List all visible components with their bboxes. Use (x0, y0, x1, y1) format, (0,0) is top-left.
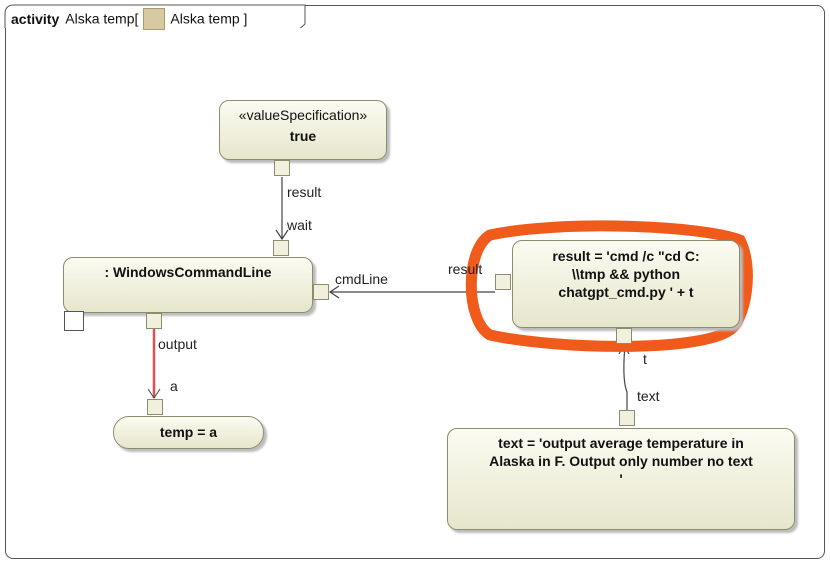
pin-text[interactable] (619, 410, 635, 426)
label-text: text (637, 388, 660, 404)
frame-name: Alska temp (65, 10, 135, 27)
activity-frame (5, 5, 825, 559)
call-behavior-icon (64, 311, 84, 331)
label-t: t (643, 351, 647, 367)
value-specification-node[interactable]: «valueSpecification» true (219, 100, 387, 160)
pin-result[interactable] (274, 160, 290, 176)
label-result: result (287, 184, 322, 200)
stereotype: «valueSpecification» (238, 107, 368, 123)
highlight-circle (465, 220, 753, 352)
label-wait: wait (287, 217, 312, 233)
pin-a[interactable] (147, 399, 163, 415)
pin-cmdline[interactable] (313, 284, 329, 300)
label-a: a (170, 378, 178, 394)
windows-command-line-node[interactable]: : WindowsCommandLine (63, 257, 313, 313)
result-expression-node[interactable]: result = 'cmd /c "cd C: \\tmp && python … (512, 240, 740, 328)
pin-wait[interactable] (273, 240, 289, 256)
pin-t[interactable] (616, 328, 632, 344)
text-expression-node[interactable]: text = 'output average temperature in Al… (447, 428, 795, 530)
pin-result-out[interactable] (495, 274, 511, 290)
action-name: : WindowsCommandLine (104, 264, 272, 280)
value: true (289, 128, 317, 144)
frame-kind: activity (11, 10, 60, 27)
flow-text-t (623, 344, 628, 410)
temp-node[interactable]: temp = a (113, 416, 264, 449)
action-name: temp = a (159, 424, 218, 440)
label-cmdline: cmdLine (335, 271, 388, 287)
activity-diagram-icon (143, 8, 166, 30)
pin-output[interactable] (146, 313, 162, 329)
diagram-name: Alska temp (170, 10, 240, 27)
label-result-out: result (448, 261, 483, 277)
label-output: output (158, 336, 197, 352)
